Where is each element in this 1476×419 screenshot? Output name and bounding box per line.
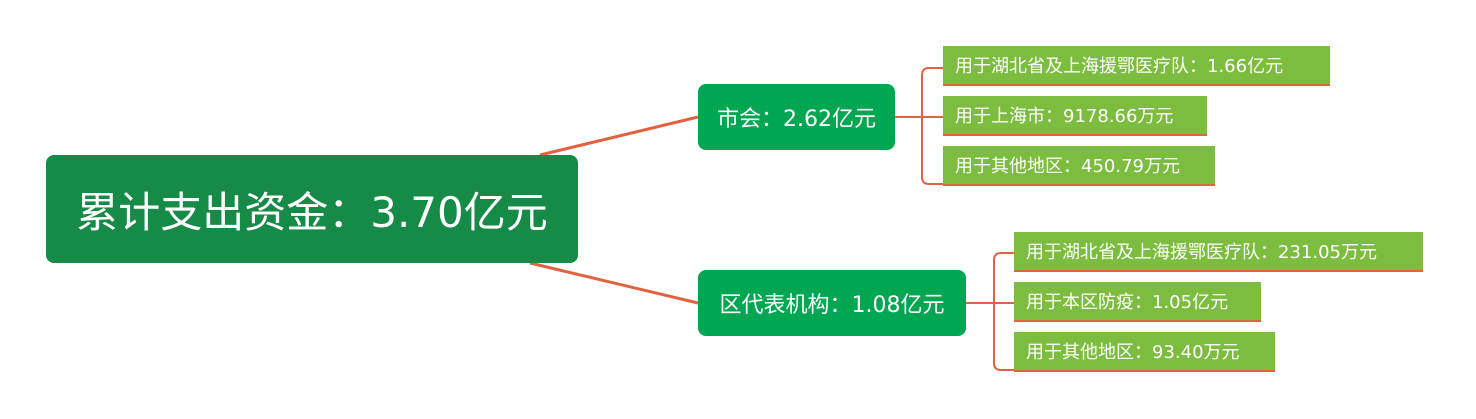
leaf-node: 用于湖北省及上海援鄂医疗队：231.05万元 [1014, 232, 1423, 272]
leaf-node-label: 用于本区防疫：1.05亿元 [1026, 292, 1229, 313]
branch-node-city: 市会：2.62亿元 [698, 84, 895, 150]
leaf-node: 用于上海市：9178.66万元 [943, 96, 1207, 136]
connector-root-branch-1 [539, 115, 699, 157]
leaf-node: 用于本区防疫：1.05亿元 [1014, 282, 1261, 322]
leaf-node-label: 用于湖北省及上海援鄂医疗队：231.05万元 [1026, 242, 1377, 263]
leaf-node: 用于其他地区：450.79万元 [943, 146, 1215, 186]
leaf-node: 用于其他地区：93.40万元 [1014, 332, 1275, 372]
branch-node-district: 区代表机构：1.08亿元 [698, 270, 966, 336]
leaf-node-label: 用于其他地区：93.40万元 [1026, 342, 1240, 363]
leaf-node-label: 用于湖北省及上海援鄂医疗队：1.66亿元 [955, 56, 1284, 77]
connector-root-branch-2 [529, 261, 699, 305]
leaf-node-label: 用于上海市：9178.66万元 [955, 106, 1174, 127]
root-node-label: 累计支出资金：3.70亿元 [76, 187, 548, 237]
connector-branch-1-bracket [921, 67, 943, 185]
branch-node-label: 区代表机构：1.08亿元 [719, 293, 945, 318]
connector-branch-2-bracket [993, 252, 1014, 371]
root-node: 累计支出资金：3.70亿元 [46, 155, 578, 263]
leaf-node: 用于湖北省及上海援鄂医疗队：1.66亿元 [943, 46, 1330, 86]
leaf-node-label: 用于其他地区：450.79万元 [955, 156, 1180, 177]
branch-node-label: 市会：2.62亿元 [717, 107, 876, 132]
